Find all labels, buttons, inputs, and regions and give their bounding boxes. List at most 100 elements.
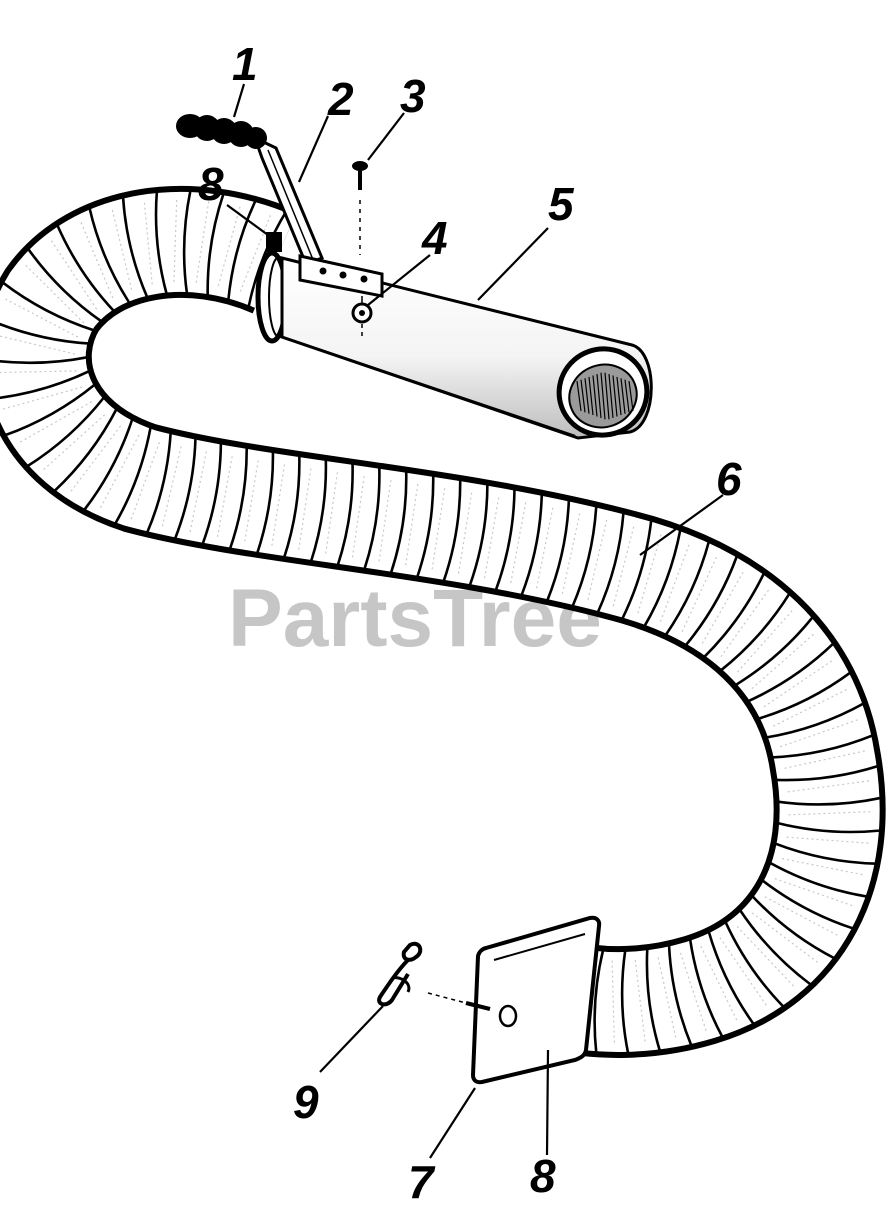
hose-shading (351, 474, 365, 558)
clip-pin (377, 941, 491, 1011)
hose-rib (26, 247, 103, 323)
hose-shading (637, 533, 662, 614)
handle-assembly (176, 114, 384, 298)
hose-rib (702, 572, 766, 659)
tube-hatch-line (588, 376, 594, 416)
hose-rib (0, 369, 91, 400)
hose-rib (389, 470, 408, 574)
hose-rib (442, 479, 462, 583)
hose-shading (784, 750, 867, 769)
hose-shading (751, 912, 819, 964)
hose-rib (182, 189, 192, 295)
handle-grip (176, 114, 267, 149)
hose-shading (20, 400, 94, 443)
hose-shading (100, 433, 141, 508)
hose-shading (0, 370, 78, 374)
hose-rib (757, 671, 852, 721)
hose-rib (309, 458, 328, 563)
callouts: 1 2 3 4 5 6 7 8 8 9 (198, 38, 742, 1208)
hose-shading (510, 501, 527, 584)
hose-clamp-top (255, 232, 290, 344)
hose-shading (80, 222, 114, 300)
hose-rib (227, 199, 257, 301)
hose-shading (788, 811, 872, 816)
callout-8-bottom: 8 (530, 1150, 556, 1202)
hose-rib (53, 407, 118, 493)
hose-rib (113, 426, 152, 525)
tube-hatch-line (584, 378, 590, 414)
callout-2: 2 (327, 73, 354, 125)
callout-7: 7 (408, 1156, 436, 1208)
hose-rib (494, 488, 516, 592)
tube-hatch-line (592, 375, 598, 417)
hose-shading (217, 206, 241, 288)
hose-shading (719, 937, 768, 1007)
hose-shading (763, 659, 834, 708)
hose-shading (611, 960, 615, 1044)
callout-3: 3 (400, 70, 426, 122)
hose-rib (747, 642, 835, 703)
nozzle-tube (280, 256, 653, 440)
hose-shading (3, 386, 84, 410)
tube-hatch-line (580, 379, 586, 413)
tube-hatch-line (608, 374, 614, 418)
hose-rib (201, 442, 223, 546)
hose-shading (780, 718, 859, 748)
hose-shading (111, 209, 133, 291)
flexible-hose (0, 185, 886, 1058)
hose-rib (154, 190, 169, 295)
hose-rib (282, 455, 301, 559)
hose-rib (751, 894, 836, 960)
mounting-plate (470, 915, 602, 1085)
hose-shading (216, 454, 233, 538)
hose-rib (620, 519, 653, 620)
tube-hatch-line (624, 379, 630, 413)
hose-shading (720, 588, 770, 658)
callout-9: 9 (293, 1076, 319, 1128)
hose-rib (707, 930, 756, 1026)
hose-rib (336, 462, 354, 567)
hose-rib (415, 474, 435, 578)
hose-rib (145, 432, 172, 534)
hose-rib (121, 196, 149, 299)
hose-shading (25, 264, 86, 325)
hose-rib (765, 702, 865, 739)
screw (352, 161, 368, 255)
hose-rib (761, 878, 855, 930)
hose-rib (363, 466, 381, 571)
hose-shading (700, 946, 738, 1022)
hose-shading (736, 925, 795, 988)
hose-rib (255, 451, 275, 555)
hose-shading (764, 896, 839, 937)
hose-shading (143, 202, 153, 286)
hose-shading (70, 424, 122, 492)
hose-shading (325, 471, 339, 554)
hose-shading (561, 512, 581, 594)
hose-rib (774, 842, 877, 865)
hose-rib (768, 861, 868, 898)
hose-shading (5, 298, 80, 339)
hose-shading (43, 413, 106, 471)
hose-shading (405, 482, 419, 566)
hose-rib (26, 396, 106, 468)
hose-shading (484, 496, 500, 579)
hose-shading (634, 960, 646, 1043)
hose-rib (777, 796, 882, 806)
callout-8-top: 8 (198, 158, 224, 210)
hose-rib (82, 418, 134, 512)
hose-shading (787, 780, 871, 793)
hose-shading (786, 836, 870, 844)
hose-rib (596, 512, 625, 614)
hose-shading (681, 555, 718, 632)
hose-shading (587, 518, 608, 600)
callout-1: 1 (232, 38, 258, 90)
callout-4: 4 (421, 212, 448, 264)
hose-rib (667, 944, 693, 1047)
tube-hatch-line (616, 376, 622, 416)
hose-rib (4, 383, 97, 437)
tube-hatch-line (596, 374, 602, 418)
hose-shading (751, 633, 815, 690)
hose-rib (719, 592, 791, 672)
hose-rib (771, 733, 874, 759)
hose-rib (684, 555, 739, 647)
